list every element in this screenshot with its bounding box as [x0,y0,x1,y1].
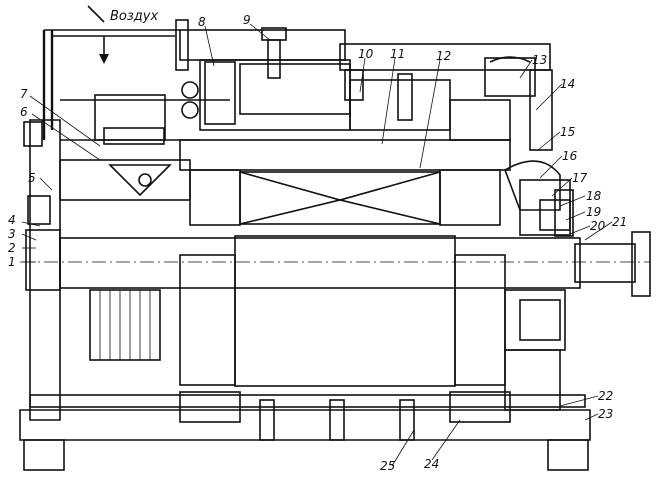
shaft [20,231,651,297]
top-housing [179,27,553,151]
air-flow-arrow-icon [99,54,109,64]
label-11: 11 [390,47,405,61]
label-21: 21 [612,215,627,229]
label-19: 19 [586,205,601,219]
label-7: 7 [20,87,28,101]
label-24: 24 [424,457,439,471]
label-2: 2 [8,241,16,255]
air-inlet-duct [42,5,189,140]
label-9: 9 [243,13,251,27]
label-17: 17 [572,171,588,185]
label-13: 13 [532,53,547,67]
frame-lower [19,391,591,471]
label-18: 18 [586,189,602,203]
label-12: 12 [436,49,451,63]
label-16: 16 [562,149,578,163]
label-5: 5 [28,171,36,185]
label-22: 22 [598,389,613,403]
label-6: 6 [20,105,28,119]
label-1: 1 [8,255,16,269]
label-25: 25 [380,459,395,473]
air-label: Воздух [110,9,158,24]
label-8: 8 [198,15,206,29]
right-end-shield [504,160,574,411]
label-4: 4 [8,213,16,227]
label-3: 3 [8,227,16,241]
stator-upper [179,139,511,226]
label-14: 14 [560,77,575,91]
rotor-core [89,235,506,387]
label-20: 20 [590,219,606,233]
left-end-shield [23,94,230,421]
label-10: 10 [358,47,374,61]
label-23: 23 [598,407,613,421]
leader-lines [21,23,613,467]
label-15: 15 [560,125,575,139]
